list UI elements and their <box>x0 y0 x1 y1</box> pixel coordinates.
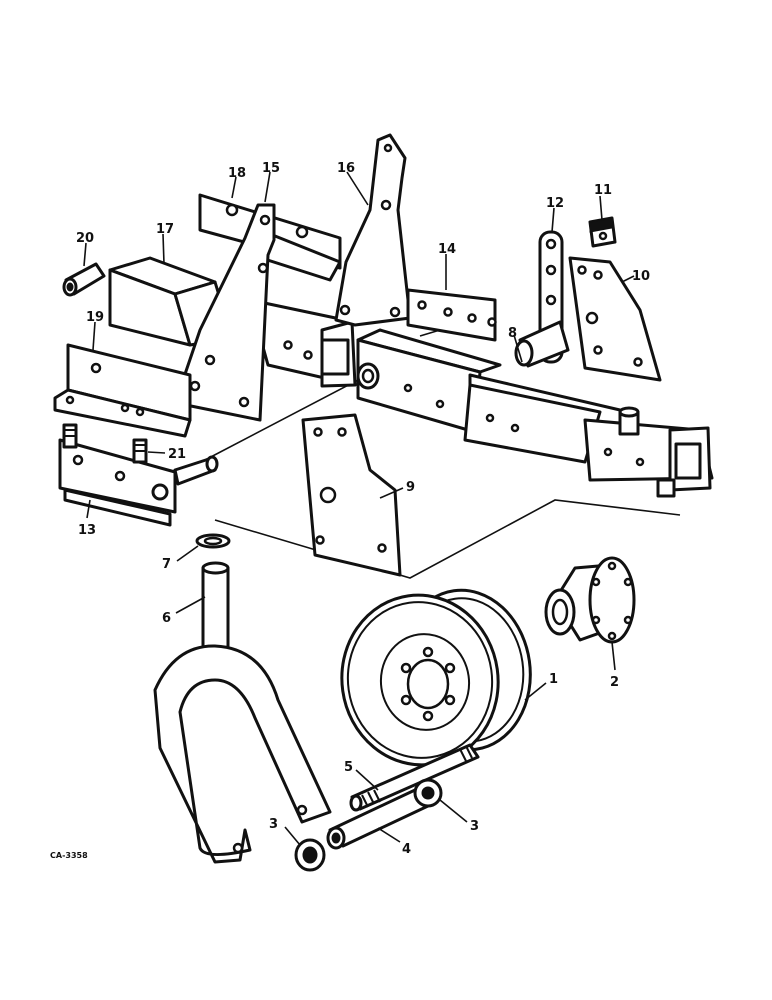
callout-12: 12 <box>546 196 564 211</box>
callout-8: 8 <box>508 326 517 341</box>
callout-11: 11 <box>594 183 612 198</box>
callout-3-right: 3 <box>470 819 479 834</box>
callout-21: 21 <box>168 447 186 462</box>
callout-16: 16 <box>337 161 355 176</box>
callout-10: 10 <box>632 269 650 284</box>
part-7-washer[interactable] <box>195 533 231 549</box>
callout-5: 5 <box>344 760 353 775</box>
part-2-hub[interactable] <box>544 556 636 644</box>
callout-1: 1 <box>549 672 558 687</box>
part-20-bushing[interactable] <box>62 262 106 297</box>
callout-labels: 1 2 3 3 4 5 6 7 8 9 10 11 12 13 14 15 16… <box>76 161 650 857</box>
part-11-clip[interactable] <box>588 216 617 248</box>
callout-7: 7 <box>162 557 171 572</box>
callout-3-left: 3 <box>269 817 278 832</box>
part-10-bracket-plate[interactable] <box>568 256 662 382</box>
part-14-strap[interactable] <box>406 288 497 342</box>
part-3-bearing-left[interactable] <box>294 838 326 872</box>
callout-19: 19 <box>86 310 104 325</box>
callout-14: 14 <box>438 242 456 257</box>
part-19-angle-bracket[interactable] <box>53 343 192 438</box>
part-13-clamp-plate[interactable] <box>58 438 219 527</box>
callout-15: 15 <box>262 161 280 176</box>
part-1-wheel-rim[interactable] <box>331 582 541 775</box>
part-6-fork[interactable] <box>153 561 332 864</box>
drawing-code: CA-3358 <box>50 851 88 860</box>
part-5-axle-bolt[interactable] <box>349 743 480 812</box>
part-12-pin-plate[interactable] <box>514 230 570 368</box>
callout-20: 20 <box>76 231 94 246</box>
callout-13: 13 <box>78 523 96 538</box>
callout-6: 6 <box>162 611 171 626</box>
part-21-studs[interactable] <box>62 423 148 464</box>
callout-4: 4 <box>402 842 411 857</box>
part-15-mounting-plate[interactable] <box>181 203 276 422</box>
callout-9: 9 <box>406 480 415 495</box>
callout-17: 17 <box>156 222 174 237</box>
callout-2: 2 <box>610 675 619 690</box>
part-8-main-tube[interactable] <box>356 328 714 498</box>
callout-18: 18 <box>228 166 246 181</box>
part-3-bearing-right[interactable] <box>413 778 443 808</box>
part-9-mounting-plate[interactable] <box>301 413 402 577</box>
callout-leaders <box>83 171 635 846</box>
part-16-support-plate[interactable] <box>334 133 412 327</box>
